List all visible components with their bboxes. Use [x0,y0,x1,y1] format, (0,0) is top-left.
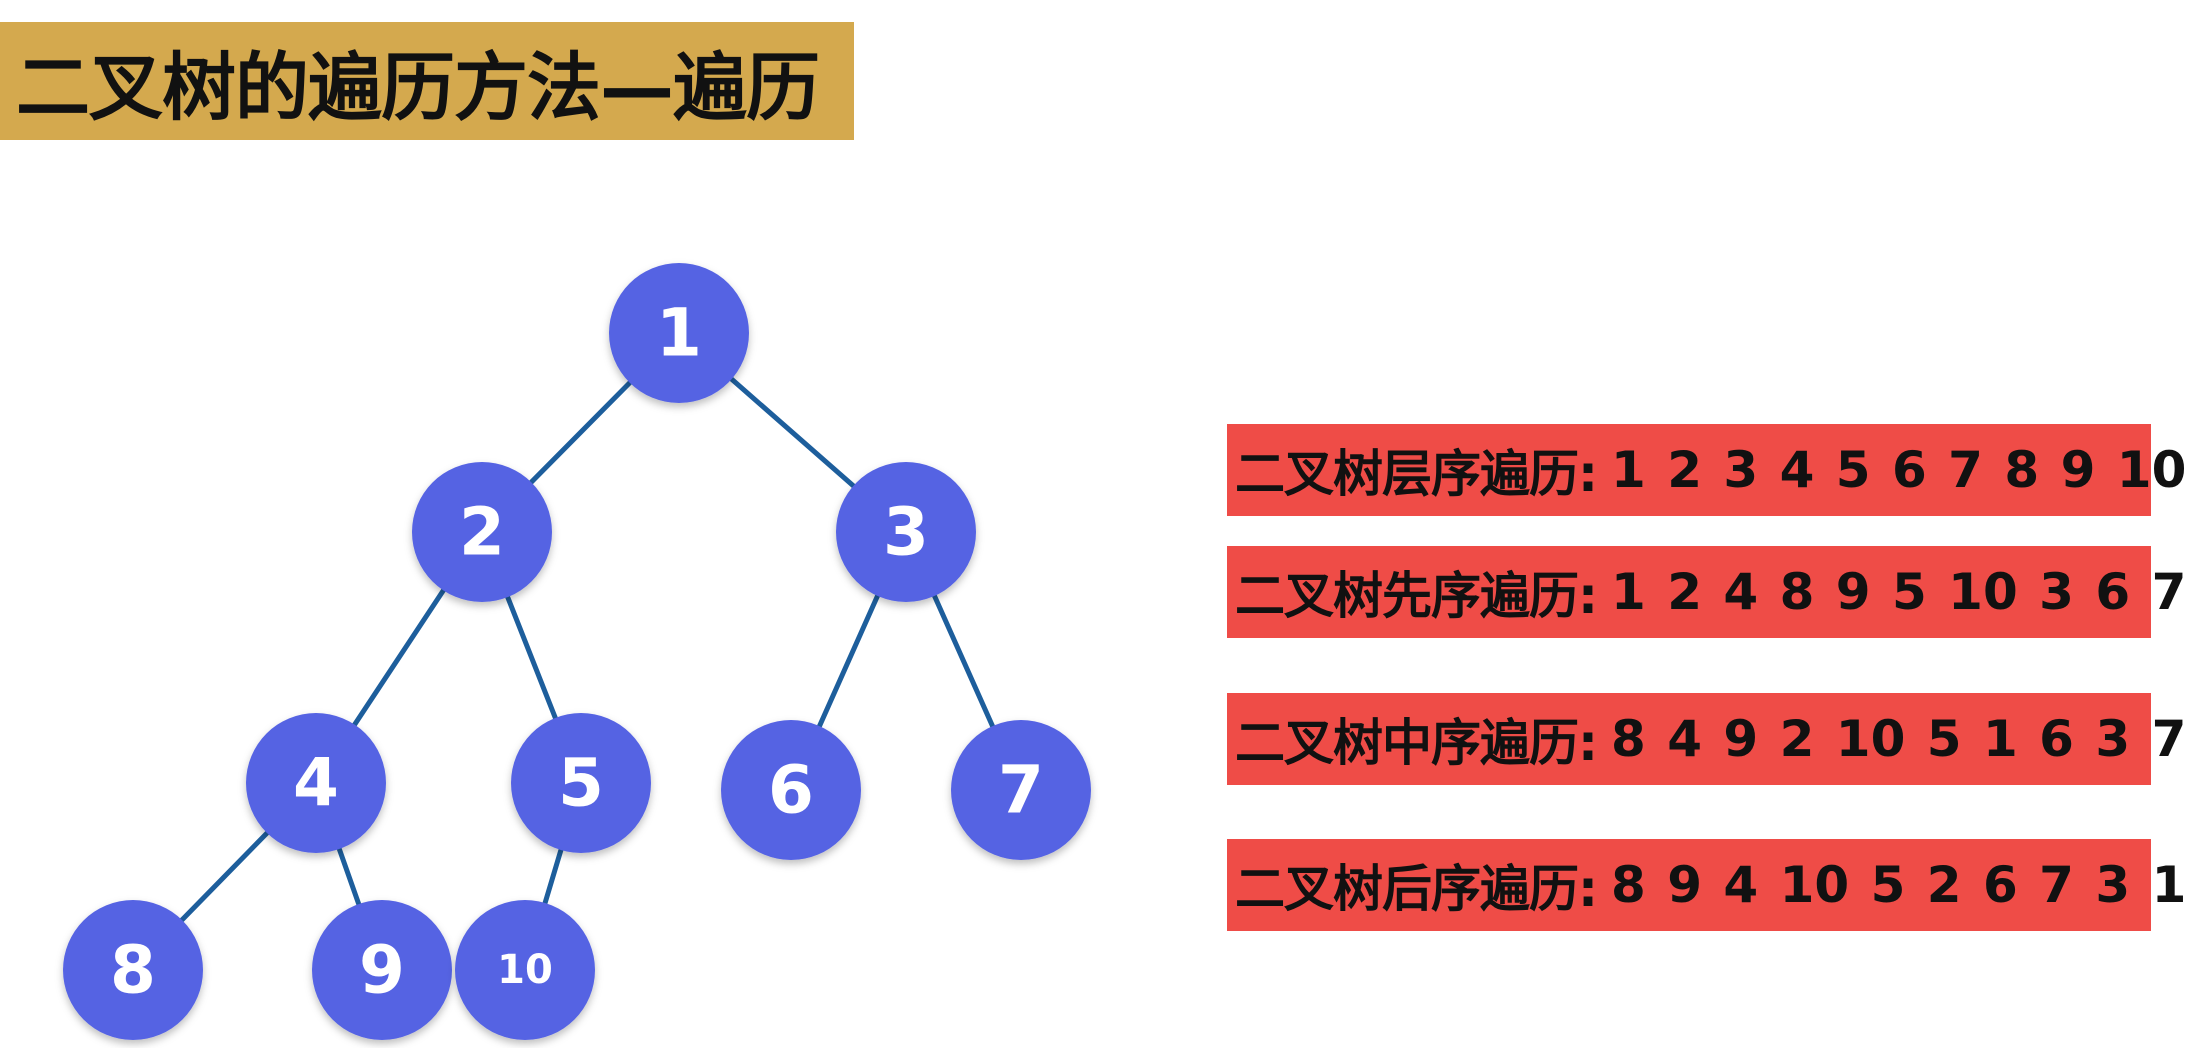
tree-node-label: 10 [497,947,553,993]
tree-node-label: 1 [656,295,702,372]
page-title: 二叉树的遍历方法—遍历 [16,44,820,131]
tree-node-circle [836,462,976,602]
tree-node-label: 9 [359,932,405,1009]
tree-node-5: 5 [511,713,651,853]
tree-node-circle [455,900,595,1040]
tree-node-4: 4 [246,713,386,853]
postorder-label: 二叉树后序遍历: [1235,860,1598,918]
tree-node-circle [63,900,203,1040]
tree-node-circle [312,900,452,1040]
inorder-label: 二叉树中序遍历: [1235,714,1598,772]
inorder-box: 二叉树中序遍历: 8 4 9 2 10 5 1 6 3 7 [1227,693,2186,785]
tree-node-circle [412,462,552,602]
tree-node-label: 8 [110,932,156,1009]
postorder-sequence: 8 9 4 10 5 2 6 7 3 1 [1611,856,2186,914]
tree-edges [130,330,1024,973]
postorder-box: 二叉树后序遍历: 8 9 4 10 5 2 6 7 3 1 [1227,839,2186,931]
tree-node-circle [951,720,1091,860]
level-order-box: 二叉树层序遍历: 1 2 3 4 5 6 7 8 9 10 [1227,424,2186,516]
inorder-sequence: 8 4 9 2 10 5 1 6 3 7 [1611,710,2186,768]
tree-node-circle [609,263,749,403]
tree-node-3: 3 [836,462,976,602]
tree-node-circle [511,713,651,853]
preorder-box: 二叉树先序遍历: 1 2 4 8 9 5 10 3 6 7 [1227,546,2186,638]
tree-node-10: 10 [455,900,595,1040]
tree-node-7: 7 [951,720,1091,860]
tree-node-label: 3 [883,494,929,571]
tree-node-6: 6 [721,720,861,860]
tree-node-label: 5 [558,745,604,822]
preorder-label: 二叉树先序遍历: [1235,567,1598,625]
level-order-label: 二叉树层序遍历: [1235,445,1598,503]
tree-node-label: 7 [998,752,1044,829]
tree-node-8: 8 [63,900,203,1040]
tree-node-label: 4 [293,745,339,822]
level-order-sequence: 1 2 3 4 5 6 7 8 9 10 [1611,441,2186,499]
binary-tree-diagram: 1 2 3 4 5 6 7 8 9 10 [63,263,1091,1040]
tree-node-9: 9 [312,900,452,1040]
tree-node-label: 2 [459,494,505,571]
tree-nodes: 1 2 3 4 5 6 7 8 9 10 [63,263,1091,1040]
tree-node-label: 6 [768,752,814,829]
tree-node-2: 2 [412,462,552,602]
tree-node-1: 1 [609,263,749,403]
preorder-sequence: 1 2 4 8 9 5 10 3 6 7 [1611,563,2186,621]
title-banner: 二叉树的遍历方法—遍历 [0,22,854,140]
tree-node-circle [246,713,386,853]
tree-node-circle [721,720,861,860]
